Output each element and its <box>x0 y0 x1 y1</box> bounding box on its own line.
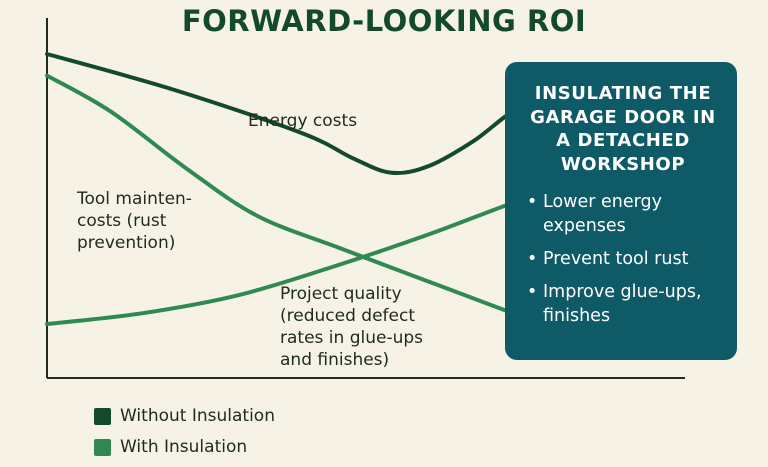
legend-label-with-insulation: With Insulation <box>120 437 248 457</box>
legend-label-without-insulation: Without Insulation <box>120 406 275 426</box>
callout-heading: INSULATING THE GARAGE DOOR IN A DETACHED… <box>530 83 716 175</box>
energy-costs-line <box>45 52 553 176</box>
tool-maintenance-costs-label: Tool mainten- costs (rust prevention) <box>77 189 192 253</box>
callout-benefit-list: Lower energy expenses Prevent tool rust … <box>521 190 725 328</box>
callout-bullet-energy: Lower energy expenses <box>521 190 725 238</box>
legend-swatch-without-insulation <box>94 407 111 425</box>
legend-swatch-with-insulation <box>94 438 111 456</box>
insulation-callout-box: INSULATING THE GARAGE DOOR IN A DETACHED… <box>505 62 737 360</box>
callout-bullet-glueups: Improve glue-ups, finishes <box>521 280 725 328</box>
chart-legend: Without Insulation With Insulation <box>94 405 275 467</box>
project-quality-label: Project quality (reduced defect rates in… <box>280 284 423 370</box>
project-quality-line <box>45 188 553 326</box>
legend-item-without-insulation: Without Insulation <box>94 405 275 427</box>
chart-title: FORWARD-LOOKING ROI <box>181 4 587 38</box>
energy-costs-label: Energy costs <box>248 111 358 131</box>
legend-item-with-insulation: With Insulation <box>94 436 275 458</box>
tool-maintenance-costs-line <box>45 73 553 330</box>
callout-bullet-rust: Prevent tool rust <box>521 247 725 271</box>
